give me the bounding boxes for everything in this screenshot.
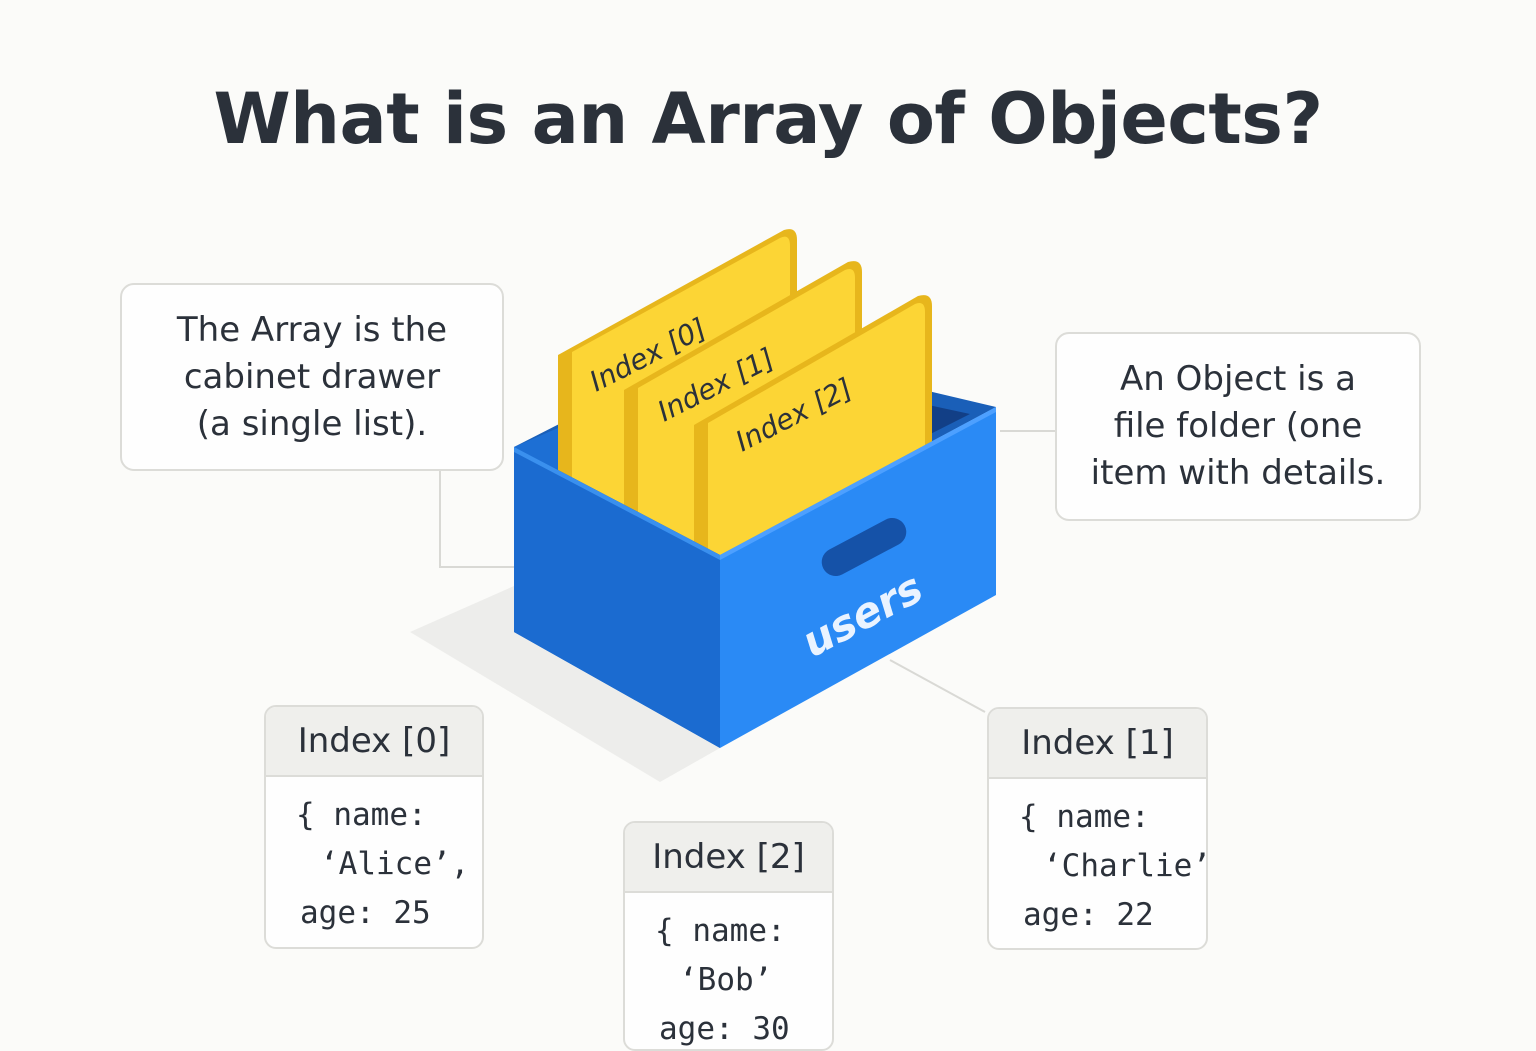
- object-card-index-2: Index [2] { name: ‘Bob’ age: 30: [623, 821, 834, 1051]
- connector-line-array: [439, 471, 514, 568]
- callout-object-line: An Object is a: [1120, 359, 1356, 399]
- callout-array-line: (a single list).: [196, 403, 428, 444]
- callout-array-line: The Array is the: [176, 309, 448, 350]
- drawer-front: [720, 407, 996, 748]
- callout-object: An Object is a file folder (one item wit…: [1055, 332, 1421, 521]
- card-body: { name: ‘Alice’, age: 25: [266, 777, 482, 938]
- card-header: Index [2]: [625, 823, 832, 893]
- file-cabinet-illustration: Index [0] Index [1] Index [2] users: [410, 229, 1055, 782]
- card-body: { name: ‘Bob’ age: 30: [625, 893, 832, 1049]
- card-line: ‘Alice’,: [320, 846, 470, 882]
- callout-array-line: cabinet drawer: [183, 356, 441, 397]
- callout-object-line: item with details.: [1090, 453, 1386, 493]
- card-line: { name:: [655, 913, 786, 949]
- card-line: age: 25: [300, 895, 431, 931]
- card-body: { name: ‘Charlie’, age: 22: [989, 779, 1206, 940]
- card-line: age: 22: [1023, 897, 1154, 933]
- connector-line-index-1: [889, 659, 986, 713]
- card-header: Index [1]: [989, 709, 1206, 779]
- card-line: { name:: [296, 797, 427, 833]
- card-line: { name:: [1019, 799, 1150, 835]
- drawer-shadow: [410, 586, 720, 782]
- card-line: age: 30: [659, 1011, 790, 1047]
- drawer-handle-icon: [821, 517, 907, 577]
- card-header: Index [0]: [266, 707, 482, 777]
- callout-object-line: file folder (one: [1113, 406, 1363, 446]
- card-line: ‘Charlie’,: [1043, 848, 1206, 884]
- object-card-index-0: Index [0] { name: ‘Alice’, age: 25: [264, 705, 484, 949]
- card-line: ‘Bob’: [679, 962, 773, 998]
- callout-array: The Array is the cabinet drawer (a singl…: [120, 283, 504, 471]
- page-title: What is an Array of Objects?: [213, 78, 1323, 160]
- object-card-index-1: Index [1] { name: ‘Charlie’, age: 22: [987, 707, 1208, 950]
